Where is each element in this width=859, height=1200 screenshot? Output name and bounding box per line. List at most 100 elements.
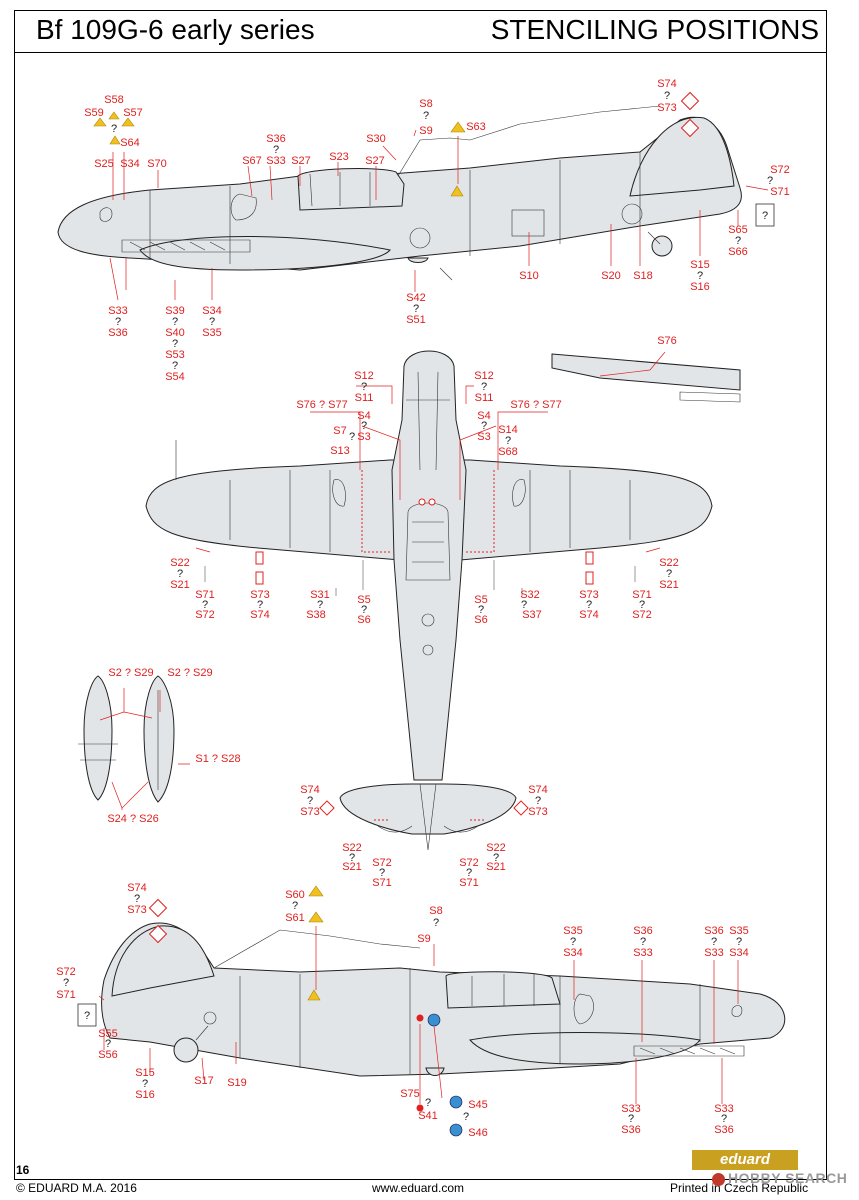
callout-label: S63 (466, 121, 486, 133)
callout-label: S34 (563, 947, 583, 959)
callout-label: ? (711, 936, 717, 948)
callout-label: ? (493, 852, 499, 864)
callout-label: S57 (123, 107, 143, 119)
callout-label: ? (115, 316, 121, 328)
tailplane-planform (339, 783, 517, 835)
callout-label: ? (664, 90, 670, 102)
callout-label: ? (481, 381, 487, 393)
callout-label: ? (172, 360, 178, 372)
callout-label: S13 (330, 445, 350, 457)
page-subtitle: STENCILING POSITIONS (490, 14, 819, 45)
callout-label: S34 (729, 947, 749, 959)
callout-label: ? (481, 420, 487, 432)
callout-label: ? (697, 270, 703, 282)
callout-label: S72 (195, 609, 215, 621)
callout-label: ? (586, 599, 592, 611)
callout-label: S7 (333, 425, 346, 437)
callout-label: S56 (98, 1049, 118, 1061)
callout-label: S36 (704, 925, 724, 937)
callout-label: ? (413, 303, 419, 315)
callout-label: S38 (306, 609, 326, 621)
tailfin-bottom-view (111, 925, 215, 997)
callout-label: ? (639, 599, 645, 611)
callout-label: S51 (406, 314, 426, 326)
callout-label: S54 (165, 371, 185, 383)
callout-label: S21 (486, 861, 506, 873)
warning-triangles-top (93, 111, 466, 197)
callout-label: ? (735, 235, 741, 247)
callout-label: S73 (528, 806, 548, 818)
callout-label: S74 (579, 609, 599, 621)
callout-label: S9 (417, 933, 430, 945)
callout-label: S45 (468, 1099, 488, 1111)
drop-tank-views (78, 675, 190, 810)
callout-label: S4 (477, 410, 490, 422)
callout-label: S74 (657, 78, 677, 90)
callout-label: S5 (357, 594, 370, 606)
callout-label: S3 (357, 431, 370, 443)
callout-label: S39 (165, 305, 185, 317)
callout-labels: S74 ? S73 S58 S59 S57 ? S64 S8 ? S9 S63 … (56, 78, 790, 1139)
fuselage-bottom-view (101, 922, 786, 1077)
callout-label: S35 (729, 925, 749, 937)
callout-label: S3 (477, 431, 490, 443)
callout-label: ? (317, 599, 323, 611)
callout-label: S59 (84, 107, 104, 119)
callout-label: S36 (633, 925, 653, 937)
printed-in-text: Printed in Czech Republic (670, 1181, 809, 1195)
callout-label: S22 (170, 557, 190, 569)
callout-label: S66 (728, 246, 748, 258)
callout-label: ? (361, 381, 367, 393)
callout-label: ? (105, 1038, 111, 1050)
svg-text:?: ? (84, 1010, 90, 1022)
callout-label: S68 (498, 446, 518, 458)
callout-label: ? (478, 604, 484, 616)
hobby-search-watermark: HOBBY SEARCH (712, 1170, 847, 1186)
callout-label: S72 (459, 857, 479, 869)
callout-label: ? (535, 795, 541, 807)
callout-label: S18 (633, 270, 653, 282)
watermark-icon (712, 1172, 725, 1186)
callout-label: S35 (563, 925, 583, 937)
eduard-logo: eduard (692, 1150, 798, 1170)
callout-label: ? (767, 175, 773, 187)
callout-label: S15 (135, 1067, 155, 1079)
callout-label: S74 (127, 882, 147, 894)
callout-label: ? (425, 1097, 431, 1109)
callout-label: S33 (633, 947, 653, 959)
drop-tank-left (83, 675, 113, 801)
callout-label: S40 (165, 327, 185, 339)
callout-label: S10 (519, 270, 539, 282)
callout-label: S33 (714, 1103, 734, 1115)
callout-label: S25 (94, 158, 114, 170)
callout-label: S34 (202, 305, 222, 317)
callout-label: S73 (300, 806, 320, 818)
callout-label: ? (463, 1111, 469, 1123)
callout-label: S72 (632, 609, 652, 621)
callout-label: S31 (310, 589, 330, 601)
callout-label: ? (505, 435, 511, 447)
callout-label: S30 (366, 133, 386, 145)
callout-label: S12 (354, 370, 374, 382)
callout-label: ? (273, 144, 279, 156)
callout-label: S36 (266, 133, 286, 145)
callout-label: S73 (127, 904, 147, 916)
website-text[interactable]: www.eduard.com (372, 1181, 465, 1195)
callout-label: S21 (342, 861, 362, 873)
page-frame (14, 10, 827, 1180)
callout-label: S71 (56, 989, 76, 1001)
callout-label: S53 (165, 349, 185, 361)
callout-label: ? (423, 110, 429, 122)
callout-label: S76 ? S77 (510, 399, 561, 411)
callout-label: ? (134, 893, 140, 905)
callout-label: ? (628, 1113, 634, 1125)
callout-label: S21 (659, 579, 679, 591)
callout-label: S75 (400, 1088, 420, 1100)
drop-tank-right (143, 675, 175, 803)
detail-panel-s76 (551, 351, 741, 403)
callout-label: S35 (202, 327, 222, 339)
side-view-left-facing: ? (57, 91, 775, 301)
callout-label: S60 (285, 889, 305, 901)
callout-label: S76 (657, 335, 677, 347)
